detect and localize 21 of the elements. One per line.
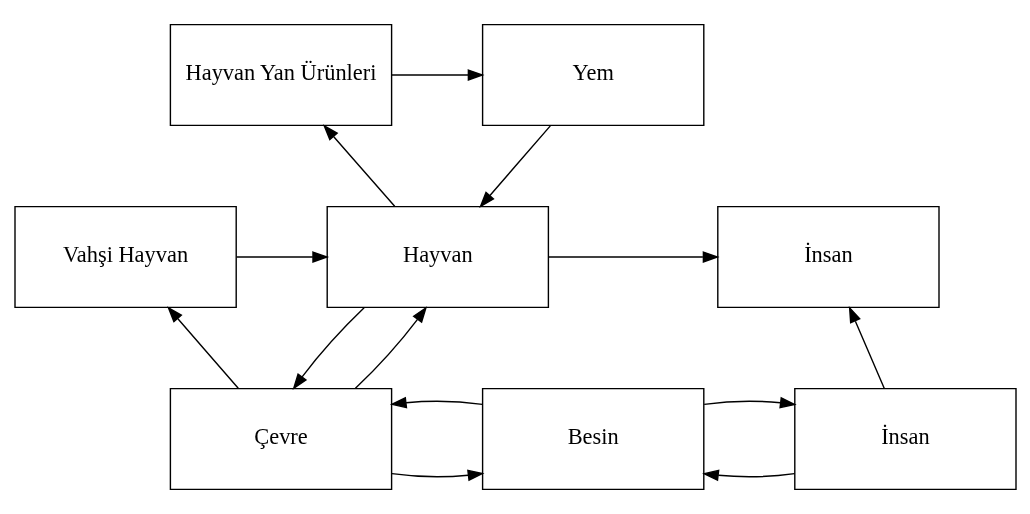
node-box: Çevre [169,387,392,491]
node-box: Hayvan [326,205,549,309]
node-box: Yem [481,23,704,127]
arrow [390,69,484,81]
arrow [166,306,239,389]
arrow [478,125,551,208]
arrow [547,251,719,263]
arrow [390,469,484,482]
node-box: İnsan [793,387,1017,491]
arrow [235,251,329,263]
node-box: Vahşi Hayvan [13,205,237,309]
arrow [702,396,797,409]
node-box: İnsan [716,205,940,309]
arrow [701,469,795,482]
arrow [322,124,395,207]
arrow [292,307,365,391]
arrow [848,305,885,389]
arrow [389,396,483,409]
arrow [354,306,427,389]
node-box: Hayvan Yan Ürünleri [169,23,392,127]
node-box: Besin [481,387,704,491]
